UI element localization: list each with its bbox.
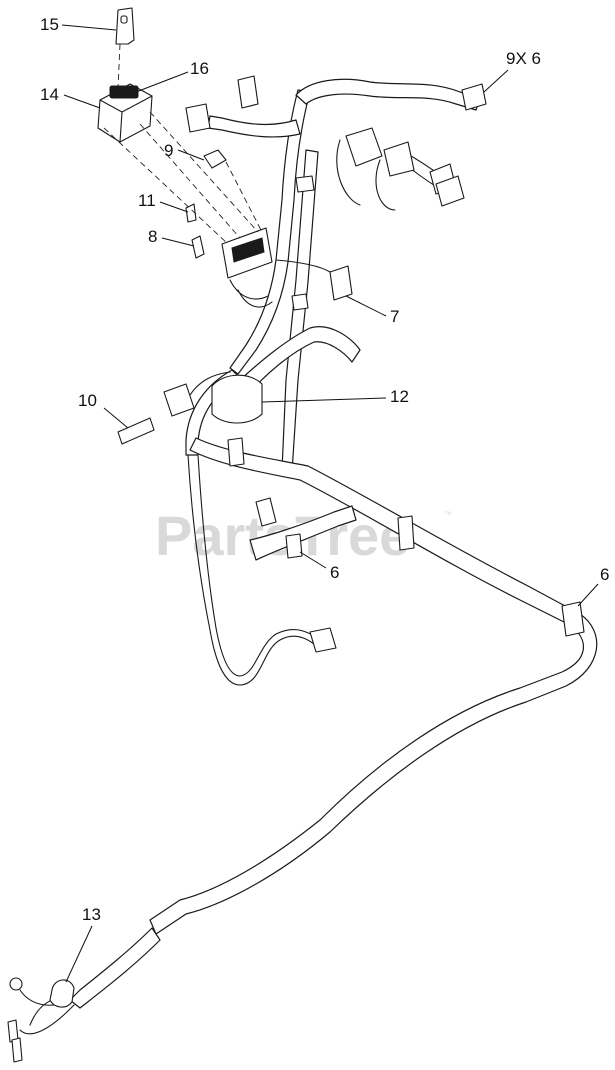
- leader-13: [65, 925, 93, 983]
- callouts: 15 16 14 9X 6 9 11 8 7 10 12 6 6 13: [40, 15, 609, 983]
- dash-14-connector-a: [149, 111, 259, 233]
- terminal-c: [11, 1037, 23, 1063]
- dash-9-connector: [225, 161, 263, 233]
- leader-8: [161, 237, 195, 247]
- relay-part-9: [203, 149, 227, 169]
- callout-14: 14: [40, 85, 59, 104]
- bracket-hole: [120, 15, 128, 24]
- callout-15: 15: [40, 15, 59, 34]
- clamp-center: [285, 533, 303, 559]
- leader-15: [61, 24, 117, 31]
- callout-13: 13: [82, 905, 101, 924]
- connector-part-10: [117, 417, 155, 445]
- ring-terminal-a: [9, 977, 23, 991]
- right-connector-d: [435, 175, 465, 207]
- dash-15-14: [117, 43, 121, 89]
- callout-8: 8: [148, 227, 157, 246]
- callout-11: 11: [138, 191, 156, 210]
- leader-16: [135, 71, 189, 93]
- right-connector-a: [345, 127, 383, 167]
- callout-6-right: 6: [600, 565, 609, 584]
- main-connector-slots: [231, 237, 265, 263]
- clamp-right: [561, 601, 585, 637]
- clamp-upper: [295, 175, 315, 193]
- callout-9x6: 9X 6: [506, 49, 541, 68]
- clamp-left: [227, 437, 245, 467]
- boot-part-12: [211, 374, 263, 424]
- drop-connector: [309, 627, 337, 653]
- callout-6-center: 6: [330, 563, 339, 582]
- harness-left-drop-inner: [197, 454, 315, 677]
- callout-9: 9: [164, 141, 173, 160]
- fuse-holder-part-13: [49, 979, 75, 1008]
- harness-center-stub: [249, 505, 357, 561]
- callout-12: 12: [390, 387, 409, 406]
- wire-bottom-left-b: [19, 1004, 75, 1035]
- clip-part-11: [185, 203, 197, 223]
- leader-9x6: [483, 69, 509, 93]
- leader-11: [159, 201, 189, 213]
- wire-to-10: [189, 371, 231, 396]
- clamp-right-mid: [397, 515, 415, 551]
- bracket-part-15: [115, 7, 135, 45]
- wire-to-7: [275, 259, 331, 273]
- callout-10: 10: [78, 391, 97, 410]
- relay-block-part-14: [97, 83, 153, 143]
- callout-7: 7: [390, 307, 399, 326]
- fuse-block-part-16: [109, 85, 139, 99]
- upper-plug-a: [237, 75, 259, 109]
- leader-14: [63, 94, 101, 109]
- leader-9: [177, 149, 205, 161]
- dash-14-connector-c: [103, 127, 229, 245]
- dash-14-connector-b: [139, 123, 241, 239]
- clamp-mid: [291, 293, 309, 311]
- upper-plug-b: [185, 103, 211, 133]
- harness-upper-trunk: [229, 89, 311, 375]
- leader-6-center: [299, 551, 327, 569]
- harness-main-sweep: [149, 437, 598, 935]
- wire-top-loop: [336, 139, 396, 211]
- leader-7: [345, 295, 387, 317]
- harness-top-branch: [295, 78, 481, 111]
- harness-arm-12: [239, 326, 361, 393]
- watermark-trademark: ™: [444, 510, 452, 519]
- wire-mid-left: [229, 279, 273, 308]
- connector-mate-10: [163, 383, 195, 417]
- clip-part-8: [191, 235, 205, 259]
- right-connector-b: [383, 141, 415, 177]
- end-connector-9x6: [461, 83, 487, 111]
- clamps: [227, 175, 585, 637]
- harness-left-branch: [207, 115, 301, 138]
- leader-6-right: [577, 583, 599, 607]
- bracket-part-7: [329, 265, 353, 301]
- harness-left-drop: [187, 454, 315, 686]
- leader-12: [261, 397, 387, 403]
- harness-bottom-tail: [69, 927, 161, 1009]
- leader-10: [103, 407, 129, 429]
- callout-16: 16: [190, 59, 209, 78]
- relay-block-edges: [99, 95, 153, 143]
- assembly-lines: [103, 43, 263, 245]
- stub-connector: [255, 497, 277, 527]
